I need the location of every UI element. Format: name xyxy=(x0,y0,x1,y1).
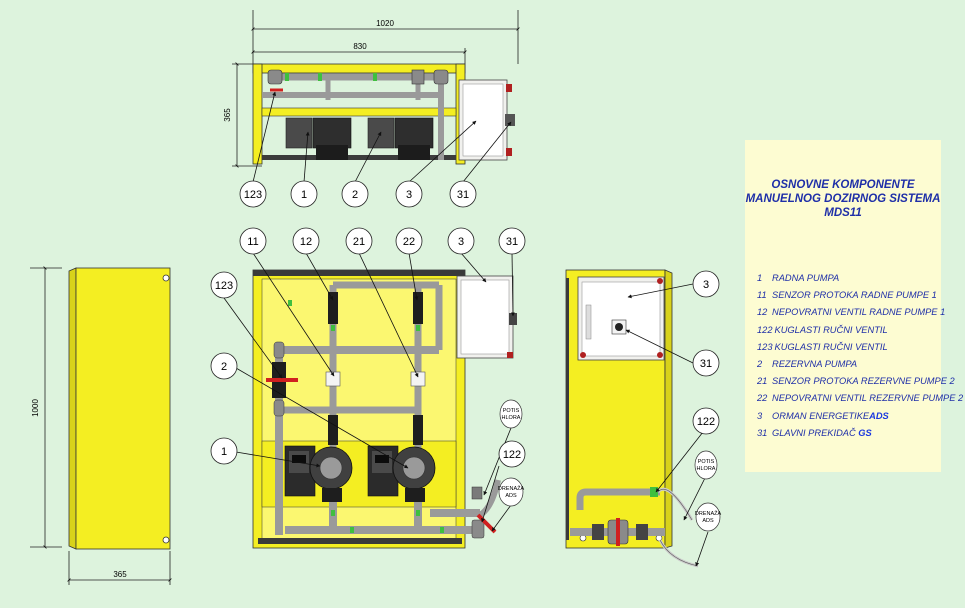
svg-text:122: 122 xyxy=(503,449,521,461)
callout-top-2: 2 xyxy=(341,180,369,208)
brand-ads: ADS xyxy=(869,410,889,421)
svg-text:2: 2 xyxy=(221,361,227,373)
svg-text:11: 11 xyxy=(247,236,258,248)
svg-text:31: 31 xyxy=(700,358,712,370)
left-side-view: 1000 365 xyxy=(30,266,172,585)
callout-top-1: 1 xyxy=(290,180,318,208)
svg-text:ADS: ADS xyxy=(505,493,517,499)
svg-text:12: 12 xyxy=(300,236,312,248)
svg-text:DRENAŽA: DRENAŽA xyxy=(695,509,722,517)
callout-front-11: 11 xyxy=(239,227,267,255)
svg-text:122: 122 xyxy=(697,416,715,428)
dim-top-depth: 365 xyxy=(223,108,232,122)
svg-text:123: 123 xyxy=(215,280,233,292)
dim-side-height: 1000 xyxy=(31,399,40,417)
legend-title-line-1: OSNOVNE KOMPONENTE xyxy=(771,179,915,191)
tag-drenaza-ads-side: DRENAŽA ADS xyxy=(695,502,722,532)
front-view: 11 12 21 22 3 31 123 2 1 122 POTIS HLORA… xyxy=(210,227,526,549)
callout-front-1: 1 xyxy=(210,437,238,465)
brand-gs: GS xyxy=(858,427,872,438)
svg-text:ADS: ADS xyxy=(702,518,714,524)
svg-text:3: 3 xyxy=(703,279,709,291)
svg-text:DRENAŽA: DRENAŽA xyxy=(498,484,525,492)
callout-front-122: 122 xyxy=(498,440,526,468)
callout-front-22: 22 xyxy=(395,227,423,255)
svg-text:POTIS: POTIS xyxy=(503,408,520,414)
legend-panel: OSNOVNE KOMPONENTE MANUELNOG DOZIRNOG SI… xyxy=(745,140,963,472)
callout-side-122: 122 xyxy=(692,407,720,435)
dim-top-outer: 1020 xyxy=(376,19,394,28)
svg-text:3: 3 xyxy=(458,236,464,248)
top-view: 1020 830 365 xyxy=(223,10,520,208)
svg-text:3: 3 xyxy=(406,189,412,201)
callout-front-12: 12 xyxy=(292,227,320,255)
svg-text:31: 31 xyxy=(506,236,518,248)
svg-text:1: 1 xyxy=(221,446,227,458)
dim-top-inner: 830 xyxy=(353,42,367,51)
callout-front-3: 3 xyxy=(447,227,475,255)
svg-text:HLORA: HLORA xyxy=(502,415,521,421)
tag-drenaza-ads-front: DRENAŽA ADS xyxy=(498,477,525,507)
svg-text:HLORA: HLORA xyxy=(697,466,716,472)
legend-title-line-3: MDS11 xyxy=(824,207,862,219)
svg-text:POTIS: POTIS xyxy=(698,459,715,465)
svg-text:1: 1 xyxy=(301,189,307,201)
callout-top-31: 31 xyxy=(449,180,477,208)
svg-text:22: 22 xyxy=(403,236,415,248)
callout-front-31: 31 xyxy=(498,227,526,255)
callout-side-3: 3 xyxy=(692,270,720,298)
dim-side-depth: 365 xyxy=(113,570,127,579)
callout-front-123: 123 xyxy=(210,271,238,299)
callout-top-123: 123 xyxy=(239,180,267,208)
right-side-view: 3 31 122 POTIS HLORA DRENAŽA ADS xyxy=(565,269,722,568)
svg-text:31: 31 xyxy=(457,189,469,201)
callout-front-2: 2 xyxy=(210,352,238,380)
tag-potis-hlora-side: POTIS HLORA xyxy=(694,450,718,480)
tag-potis-hlora-front: POTIS HLORA xyxy=(499,399,523,429)
legend-title: OSNOVNE KOMPONENTE MANUELNOG DOZIRNOG SI… xyxy=(745,178,941,220)
callout-side-31: 31 xyxy=(692,349,720,377)
svg-text:123: 123 xyxy=(244,189,262,201)
svg-text:2: 2 xyxy=(352,189,358,201)
callout-front-21: 21 xyxy=(345,227,373,255)
svg-text:21: 21 xyxy=(353,236,365,248)
callout-top-3: 3 xyxy=(395,180,423,208)
legend-title-line-2: MANUELNOG DOZIRNOG SISTEMA xyxy=(745,193,941,205)
